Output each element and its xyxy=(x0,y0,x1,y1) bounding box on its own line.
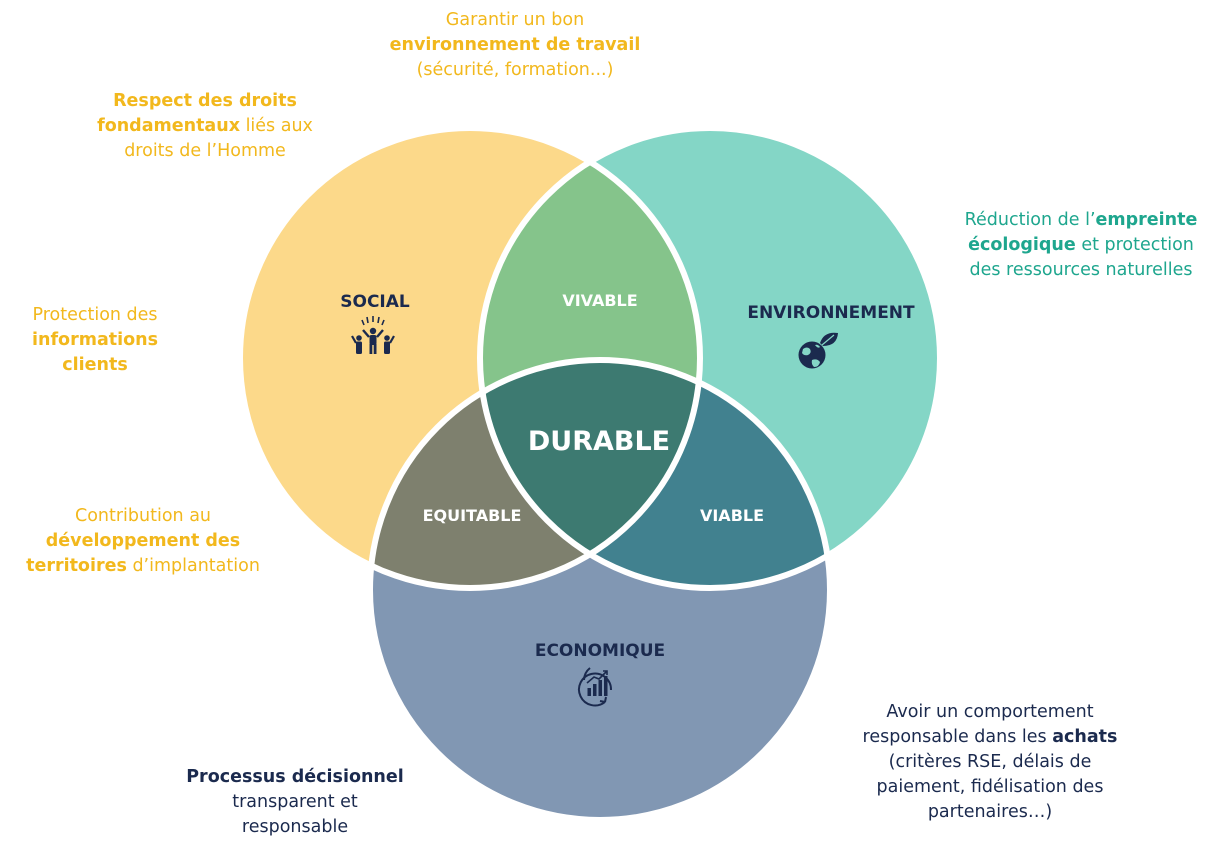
viable-label: VIABLE xyxy=(700,506,764,525)
durable-label: DURABLE xyxy=(528,426,670,457)
annotation-processus-decisionnel: Processus décisionnel transparent et res… xyxy=(186,767,404,837)
equitable-region xyxy=(370,360,700,588)
vivable-label: VIVABLE xyxy=(562,291,637,310)
people-celebrating-icon xyxy=(351,316,395,354)
annotation-droits-fondamentaux: Respect des droits fondamentaux liés aux… xyxy=(97,91,313,161)
equitable-label: EQUITABLE xyxy=(423,506,522,525)
annotation-informations-clients: Protection des informations clients xyxy=(31,305,159,375)
annotation-empreinte-ecologique: Réduction de l’empreinte écologique et p… xyxy=(964,210,1198,280)
annotation-developpement-territoires: Contribution au développement des territ… xyxy=(26,506,260,576)
economique-label: ECONOMIQUE xyxy=(535,641,665,661)
annotation-environnement-travail: Garantir un bon environnement de travail… xyxy=(389,10,641,80)
growth-chart-icon xyxy=(578,667,613,707)
environnement-label: ENVIRONNEMENT xyxy=(747,303,915,323)
social-label: SOCIAL xyxy=(340,292,410,312)
annotation-achats-responsables: Avoir un comportement responsable dans l… xyxy=(862,702,1118,822)
globe-leaf-icon xyxy=(798,332,838,369)
